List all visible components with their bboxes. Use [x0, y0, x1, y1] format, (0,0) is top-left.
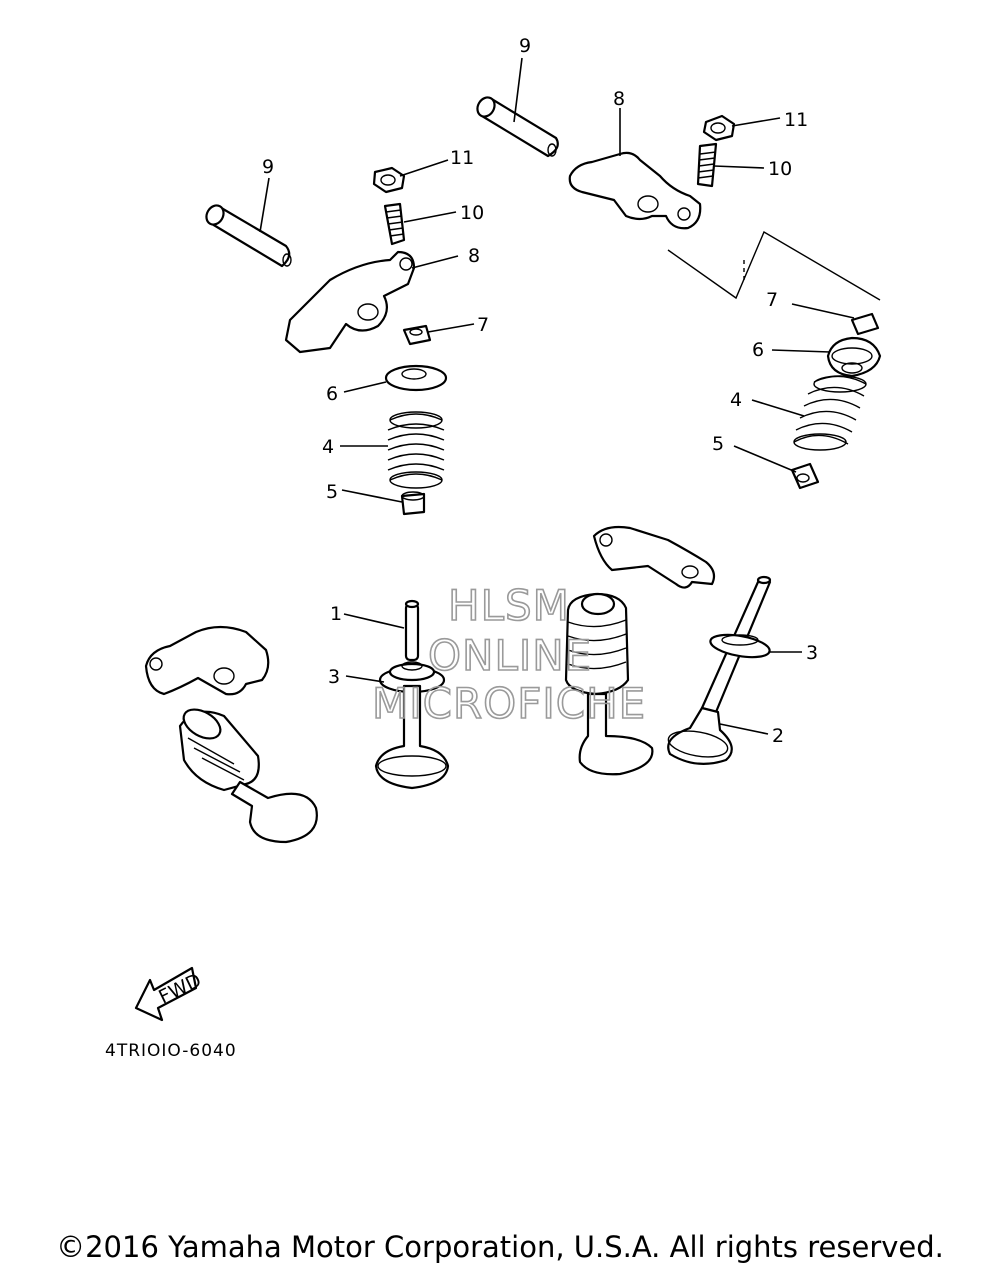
locknut-left: [372, 166, 406, 194]
valve-stem-seal-right: [790, 462, 820, 490]
diagram-code: 4TRIOIO-6040: [105, 1041, 237, 1061]
assembled-valve-center-right: [564, 525, 716, 776]
callout-right-6: 6: [752, 339, 764, 361]
callout-left-9: 9: [262, 156, 274, 178]
adjusting-screw-left: [383, 202, 406, 246]
callout-right-10: 10: [768, 158, 792, 180]
intake-valve: [374, 599, 450, 790]
rocker-arm-left: [284, 250, 416, 354]
callout-left-8: 8: [468, 245, 480, 267]
assembled-valve-left: [144, 625, 318, 844]
forward-arrow-icon: FWD: [134, 966, 205, 1022]
valve-stem-seal-left: [400, 491, 426, 516]
callout-valve-1: 1: [330, 603, 342, 625]
valve-cotter-left: [402, 324, 432, 346]
callout-right-11: 11: [784, 109, 808, 131]
valve-cotter-right: [850, 312, 880, 336]
valve-spring-left: [387, 411, 445, 489]
callout-left-7: 7: [477, 314, 489, 336]
callout-right-5: 5: [712, 433, 724, 455]
watermark: HLSM ONLINE MICROFICHE: [371, 580, 646, 729]
callout-valve-2: 2: [772, 725, 784, 747]
rocker-shaft-right: [476, 96, 559, 158]
watermark-line2: ONLINE: [428, 631, 592, 680]
spring-retainer-right: [826, 336, 882, 378]
callout-right-7: 7: [766, 289, 778, 311]
callout-left-6: 6: [326, 383, 338, 405]
callout-left-11: 11: [450, 147, 474, 169]
callout-left-5: 5: [326, 481, 338, 503]
watermark-line3: MICROFICHE: [372, 679, 646, 728]
valve-spring-right: [793, 375, 867, 451]
callout-right-8: 8: [613, 88, 625, 110]
callout-right-9: 9: [519, 35, 531, 57]
callout-left-10: 10: [460, 202, 484, 224]
spring-retainer-left: [384, 364, 448, 392]
callout-valve-3-right: 3: [806, 642, 818, 664]
rocker-arm-right: [568, 151, 702, 230]
exhaust-valve: [667, 575, 772, 765]
callout-left-4: 4: [322, 436, 334, 458]
callout-valve-3-left: 3: [328, 666, 340, 688]
watermark-line1: HLSM: [448, 581, 570, 630]
rocker-shaft-left: [205, 204, 292, 268]
copyright-notice: ©2016 Yamaha Motor Corporation, U.S.A. A…: [56, 1230, 944, 1264]
adjusting-screw-right: [696, 142, 718, 188]
locknut-right: [702, 114, 736, 142]
callout-right-4: 4: [730, 389, 742, 411]
